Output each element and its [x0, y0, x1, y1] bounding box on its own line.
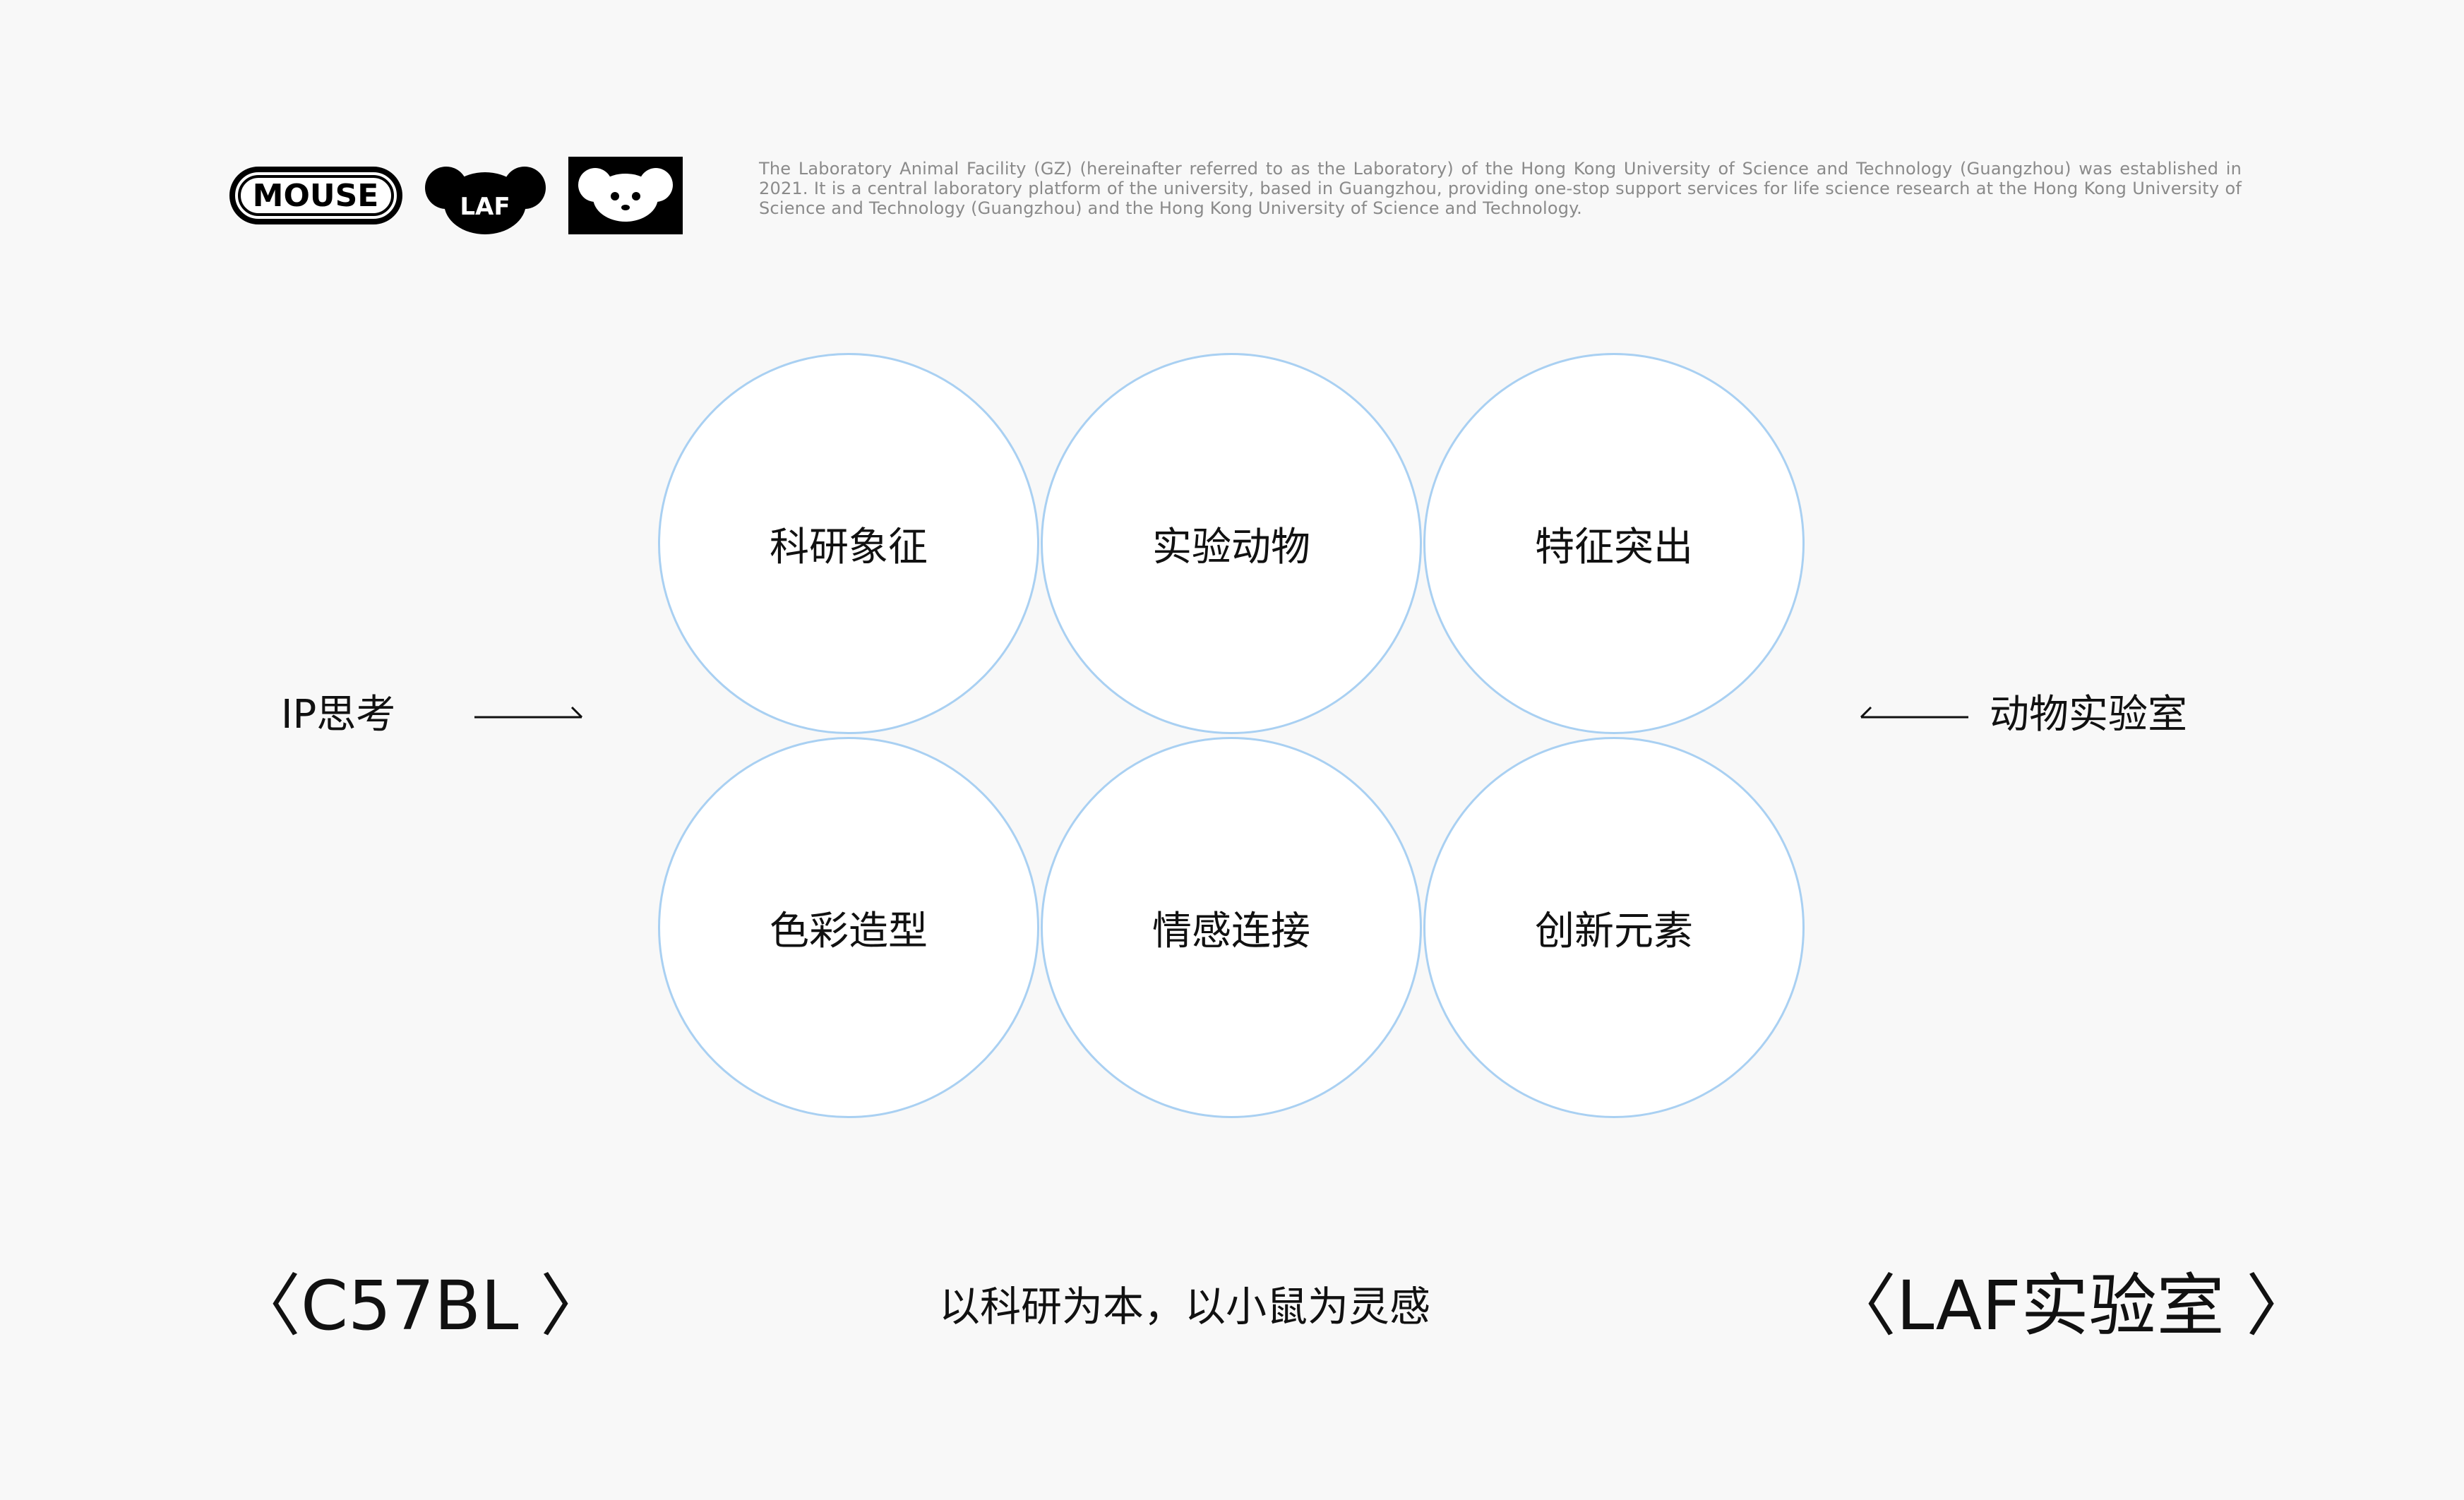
laf-mouse-head-logo: LAF — [424, 161, 547, 235]
circle-label: 情感连接 — [1152, 908, 1310, 954]
circle-emotional-connection: 情感连接 — [1041, 737, 1422, 1118]
circle-innovation-elements: 创新元素 — [1423, 737, 1805, 1118]
circle-label: 科研象征 — [770, 524, 928, 570]
mouse-wordmark-text: MOUSE — [253, 178, 379, 214]
right-pointing-arrow-icon — [473, 703, 586, 734]
bottom-left-strain-label: 〈C57BL 〉 — [233, 1266, 609, 1345]
circle-label: 色彩造型 — [770, 908, 928, 954]
circle-label: 特征突出 — [1535, 524, 1693, 570]
laf-badge-text: LAF — [460, 193, 510, 221]
mouse-wordmark-logo: MOUSE — [229, 167, 402, 224]
left-label: IP思考 — [281, 692, 396, 738]
circle-research-symbol: 科研象征 — [658, 353, 1039, 734]
circle-lab-animal: 实验动物 — [1041, 353, 1422, 734]
circle-label: 创新元素 — [1535, 908, 1693, 954]
left-pointing-arrow-icon — [1857, 703, 1970, 734]
circle-label: 实验动物 — [1152, 524, 1310, 570]
bottom-center-slogan: 以科研为本，以小鼠为灵感 — [939, 1283, 1431, 1331]
mouse-face-icon — [568, 157, 683, 234]
right-label: 动物实验室 — [1990, 692, 2187, 738]
bottom-right-lab-label: 〈LAF实验室 〉 — [1829, 1266, 2314, 1345]
circle-distinct-features: 特征突出 — [1423, 353, 1805, 734]
circle-color-shape: 色彩造型 — [658, 737, 1039, 1118]
description-text: The Laboratory Animal Facility (GZ) (her… — [759, 159, 2242, 218]
